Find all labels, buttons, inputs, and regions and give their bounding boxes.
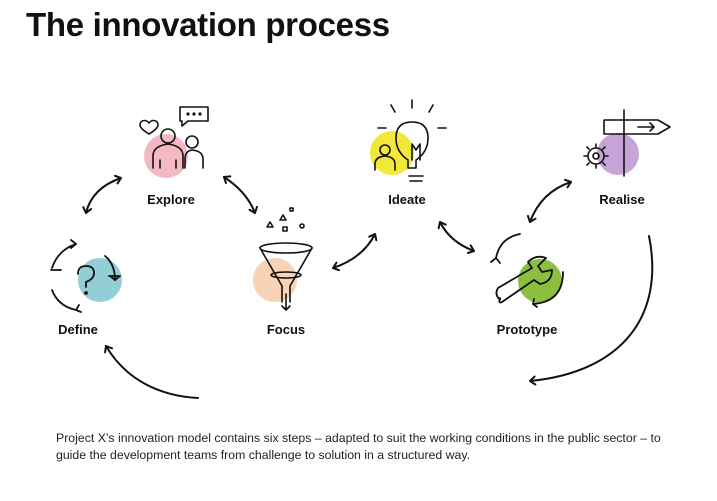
step-label-ideate: Ideate bbox=[388, 192, 426, 207]
people-conversation-icon bbox=[139, 106, 209, 178]
arrow-define-explore bbox=[82, 174, 122, 214]
wrench-cycle-icon bbox=[490, 233, 564, 308]
arrow-ideate-prototype bbox=[437, 221, 475, 254]
arrow-realise-return bbox=[529, 235, 654, 386]
caption: Project X’s innovation model contains si… bbox=[56, 431, 661, 462]
page-title: The innovation process bbox=[26, 6, 390, 43]
ideate-color-circle bbox=[370, 131, 414, 175]
step-label-realise: Realise bbox=[599, 192, 645, 207]
step-label-define: Define bbox=[58, 322, 98, 337]
arrow-focus-ideate bbox=[332, 233, 378, 272]
signpost-gear-icon bbox=[583, 109, 671, 177]
arrow-return-define bbox=[104, 345, 199, 399]
explore-color-circle bbox=[144, 134, 188, 178]
step-label-prototype: Prototype bbox=[496, 322, 558, 337]
step-label-focus: Focus bbox=[266, 322, 306, 337]
funnel-icon bbox=[253, 207, 313, 311]
define-color-circle bbox=[78, 258, 122, 302]
step-label-explore: Explore bbox=[147, 192, 195, 207]
arrow-explore-focus bbox=[223, 175, 258, 214]
arrow-prototype-realise bbox=[526, 178, 572, 223]
lightbulb-icon bbox=[370, 99, 447, 182]
question-cycle-icon bbox=[50, 239, 122, 313]
realise-color-circle bbox=[597, 133, 639, 175]
focus-color-circle bbox=[253, 258, 297, 302]
